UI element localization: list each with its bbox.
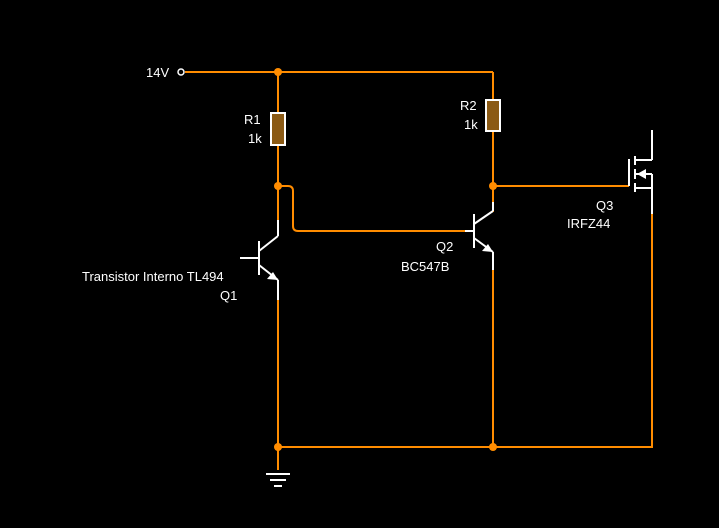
- resistor-icon: [485, 99, 501, 132]
- r2-ref: R2: [460, 98, 477, 113]
- terminal-circle-icon: [177, 68, 185, 76]
- junction-dot: [274, 182, 282, 190]
- transistor-q2: Q2 BC547B: [401, 202, 494, 274]
- supply-terminal: 14V: [146, 65, 185, 80]
- resistor-r2: R2 1k: [460, 98, 501, 132]
- r1-ref: R1: [244, 112, 261, 127]
- junctions: [274, 68, 497, 451]
- q1-description: Transistor Interno TL494: [82, 269, 224, 284]
- junction-dot: [489, 182, 497, 190]
- supply-label: 14V: [146, 65, 169, 80]
- ground-symbol-icon: [266, 473, 290, 487]
- q2-ref: Q2: [436, 239, 453, 254]
- q1-collector-lead: [258, 235, 279, 252]
- q1-ref: Q1: [220, 288, 237, 303]
- wire-q1c-to-q2b: [278, 185, 472, 232]
- q3-part: IRFZ44: [567, 216, 610, 231]
- wires: [185, 71, 653, 470]
- resistor-r1: R1 1k: [244, 112, 286, 146]
- junction-dot: [489, 443, 497, 451]
- mosfet-q3: Q3 IRFZ44: [567, 130, 653, 231]
- junction-dot: [274, 443, 282, 451]
- q3-ref: Q3: [596, 198, 613, 213]
- q2-emitter-arrow-icon: [482, 244, 493, 252]
- q2-collector-lead: [473, 210, 494, 225]
- q1-emitter-arrow-icon: [267, 272, 278, 280]
- q3-arrow-icon: [637, 169, 646, 179]
- r1-value: 1k: [248, 131, 262, 146]
- resistor-icon: [270, 112, 286, 146]
- q2-part: BC547B: [401, 259, 449, 274]
- r2-value: 1k: [464, 117, 478, 132]
- transistor-q1: Transistor Interno TL494 Q1: [82, 220, 279, 303]
- junction-dot: [274, 68, 282, 76]
- wire-ground-rail: [278, 214, 653, 448]
